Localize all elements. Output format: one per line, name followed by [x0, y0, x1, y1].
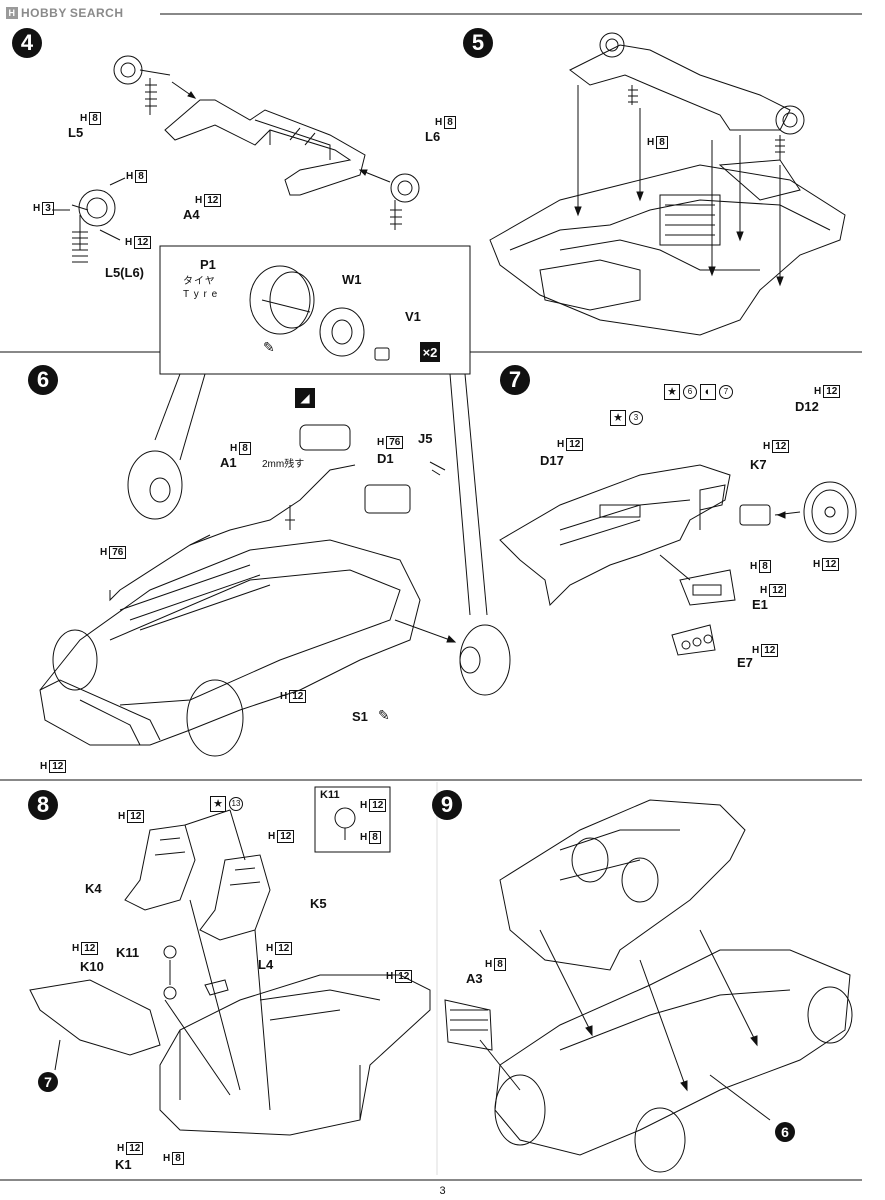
step-4-badge: 4 [12, 28, 42, 58]
part-D17: D17 [540, 453, 564, 468]
hobby-search-logo-icon: H [6, 7, 18, 19]
step4-drawing [52, 55, 420, 263]
quantity-x2-icon: ×2 [420, 342, 440, 362]
ref-step-6-badge: 6 [775, 1122, 795, 1142]
step-7-badge: 7 [500, 365, 530, 395]
cement-brush-icon: ✎ [378, 707, 390, 723]
ref-step-7-badge: 7 [38, 1072, 58, 1092]
part-A4: A4 [183, 207, 200, 222]
step6-drawing [39, 424, 511, 757]
part-K1: K1 [115, 1157, 132, 1172]
paint-star-3: ★ 3 [610, 410, 643, 426]
part-E1: E1 [752, 597, 768, 612]
step5-drawing [489, 32, 846, 336]
paint-star-6-7: ★ 6 ◐ 7 [664, 384, 733, 400]
tyre-jp-label: タイヤ [183, 276, 216, 287]
part-W1: W1 [342, 272, 362, 287]
part-E7: E7 [737, 655, 753, 670]
part-K11-box: K11 [320, 789, 340, 801]
part-A3: A3 [466, 971, 483, 986]
part-J5: J5 [418, 431, 433, 446]
step9-drawing [444, 799, 853, 1173]
logo-suffix: SEARCH [69, 6, 124, 20]
step8-drawing [29, 786, 431, 1136]
hobby-search-logo: H HOBBY SEARCH [6, 6, 124, 20]
star-icon: ★ [210, 796, 226, 812]
step7-drawing [499, 464, 857, 656]
part-K7: K7 [750, 457, 767, 472]
part-L5-L6: L5(L6) [105, 265, 144, 280]
note-2mm: 2mm残す [262, 459, 305, 470]
part-V1: V1 [405, 309, 421, 324]
mix-color-icon: ◐ [700, 384, 716, 400]
star-icon: ★ [664, 384, 680, 400]
part-P1: P1 [200, 257, 216, 272]
step-5-badge: 5 [463, 28, 493, 58]
part-S1: S1 [352, 709, 368, 724]
page-number: 3 [439, 1185, 446, 1197]
part-L6: L6 [425, 129, 441, 144]
part-L5: L5 [68, 125, 84, 140]
part-L4: L4 [258, 957, 274, 972]
part-A1: A1 [220, 455, 237, 470]
step-6-badge: 6 [28, 365, 58, 395]
step-8-badge: 8 [28, 790, 58, 820]
tyre-en-label: T y r e [183, 289, 219, 300]
part-K11: K11 [116, 945, 140, 960]
cement-brush-icon: ✎ [263, 339, 275, 355]
paint-star-13: ★ 13 [210, 796, 243, 812]
part-K4: K4 [85, 881, 102, 896]
star-icon: ★ [610, 410, 626, 426]
part-D12: D12 [795, 399, 819, 414]
part-K10: K10 [80, 959, 104, 974]
logo-brand: HOBBY [21, 6, 67, 20]
paint-metal-icon: ◢ [295, 388, 315, 408]
step-9-badge: 9 [432, 790, 462, 820]
part-K5: K5 [310, 896, 327, 911]
part-D1: D1 [377, 451, 394, 466]
tyre-callout [154, 245, 488, 616]
